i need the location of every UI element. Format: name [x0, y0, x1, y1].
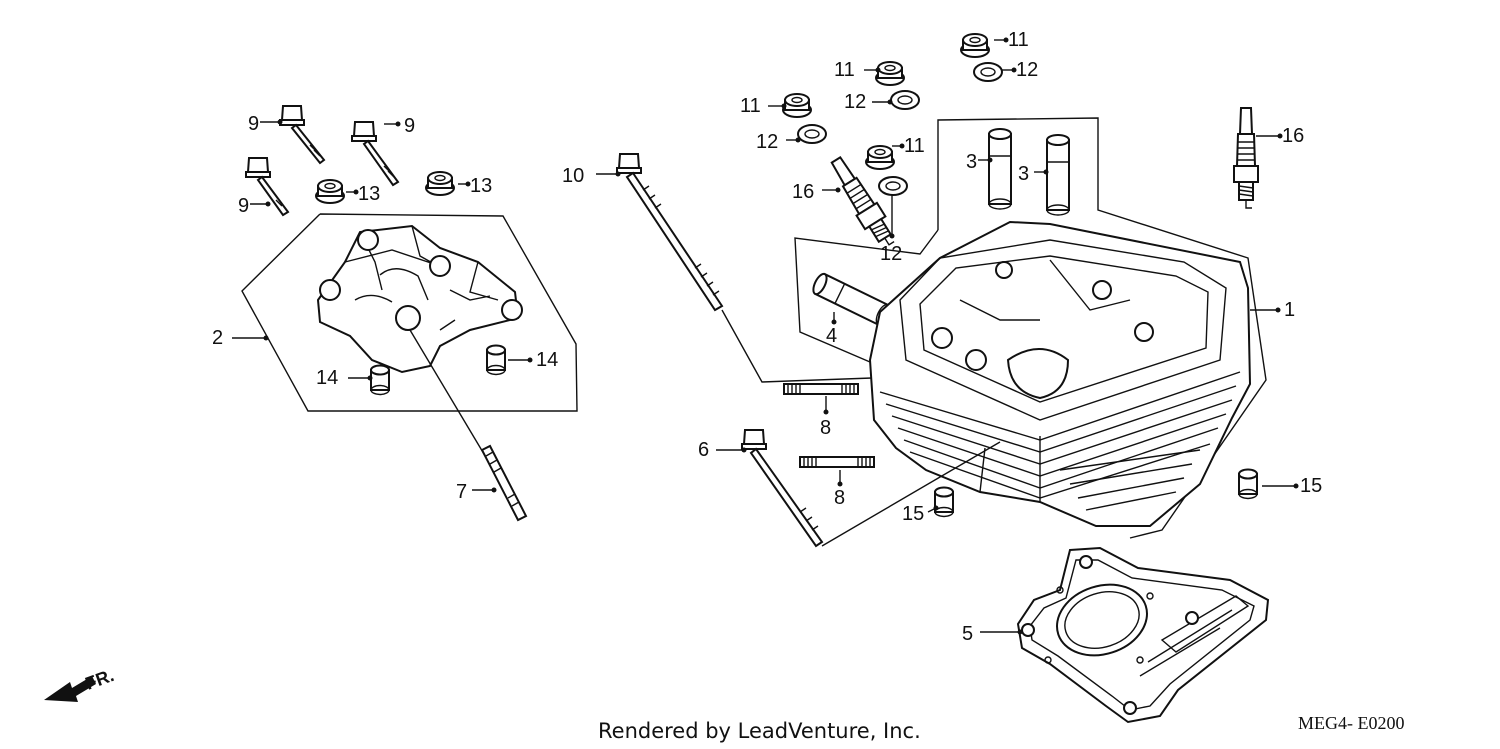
callout-c2: 2 — [212, 327, 223, 349]
callout-c7: 7 — [456, 481, 467, 503]
stud-8-b[interactable] — [799, 456, 875, 468]
front-direction-arrow-icon: FR. — [44, 665, 117, 702]
callout-dot-c3b — [1043, 169, 1049, 175]
callout-dot-c9c — [265, 201, 271, 207]
nut-11-b[interactable] — [875, 61, 905, 86]
callout-dot-c14b — [527, 357, 533, 363]
callout-c5: 5 — [962, 623, 973, 645]
callout-dot-c10 — [615, 171, 621, 177]
callout-dot-c9a — [277, 119, 283, 125]
callout-c12d: 12 — [880, 243, 902, 265]
callout-c12a: 12 — [1016, 59, 1038, 81]
dowel-14-a[interactable] — [370, 364, 390, 396]
stud-8-a[interactable] — [783, 383, 859, 395]
nut-11-c[interactable] — [782, 93, 812, 118]
callout-dot-c11d — [899, 143, 905, 149]
washer-12-b[interactable] — [890, 90, 920, 110]
callout-c13b: 13 — [470, 175, 492, 197]
callout-dot-c2 — [263, 335, 269, 341]
callout-dot-c12a — [1011, 67, 1017, 73]
callout-c9a: 9 — [248, 113, 259, 135]
callout-c4: 4 — [826, 325, 837, 347]
callout-c15b: 15 — [1300, 475, 1322, 497]
callout-dot-c15a — [933, 505, 939, 511]
callout-labels: 9 9 9 13 13 2 14 14 7 10 11 11 11 11 12 12 12 12 16 16 3 3 4 1 8… — [212, 29, 1322, 645]
callout-dot-c8a — [823, 409, 829, 415]
callout-dot-c13b — [465, 181, 471, 187]
assembly-bracket-4 — [794, 229, 939, 363]
callout-dot-c4 — [831, 319, 837, 325]
assembly-bracket-3 — [937, 117, 1267, 539]
dowel-15-b[interactable] — [1238, 468, 1258, 500]
spark-plug-16-b[interactable] — [1233, 107, 1259, 209]
nut-13-a[interactable] — [315, 179, 345, 204]
assembly-bracket-2 — [241, 213, 578, 412]
nut-11-a[interactable] — [960, 33, 990, 58]
callout-c13a: 13 — [358, 183, 380, 205]
head-gasket[interactable] — [1016, 546, 1270, 724]
callout-c11b: 11 — [834, 59, 855, 81]
bolt-10[interactable] — [616, 153, 873, 383]
dowel-15-a[interactable] — [934, 486, 954, 518]
callout-c8a: 8 — [820, 417, 831, 439]
callout-dot-c7 — [491, 487, 497, 493]
callout-c14a: 14 — [316, 367, 338, 389]
callout-dot-c3a — [987, 157, 993, 163]
valve-guide-3-a[interactable] — [988, 128, 1012, 210]
callout-dot-c12d — [889, 233, 895, 239]
washer-12-c[interactable] — [797, 124, 827, 144]
callout-c16a: 16 — [792, 181, 814, 203]
callout-dot-c13a — [353, 189, 359, 195]
cylinder-head[interactable] — [868, 220, 1252, 527]
callout-dot-c12c — [795, 137, 801, 143]
bolt-9-a[interactable] — [279, 105, 326, 165]
callout-dot-c6 — [741, 447, 747, 453]
callout-dot-c16b — [1277, 133, 1283, 139]
callout-dot-c8b — [837, 481, 843, 487]
rocker-arm-assembly[interactable] — [316, 224, 523, 374]
bolt-9-b[interactable] — [351, 121, 400, 187]
callout-dot-c11c — [781, 103, 787, 109]
footer-attribution: Rendered by LeadVenture, Inc. — [598, 719, 921, 743]
callout-c10: 10 — [562, 165, 584, 187]
callout-c3a: 3 — [966, 151, 977, 173]
nut-11-d[interactable] — [865, 145, 895, 170]
callout-c11d: 11 — [904, 135, 925, 157]
washer-12-d[interactable] — [878, 176, 908, 196]
bolt-9-c[interactable] — [245, 157, 290, 217]
callout-dot-c11b — [875, 67, 881, 73]
callout-dot-c14a — [367, 375, 373, 381]
direction-label: FR. — [83, 665, 117, 694]
callout-c15a: 15 — [902, 503, 924, 525]
callout-c1: 1 — [1284, 299, 1295, 321]
stud-7[interactable] — [409, 329, 528, 522]
diagram-code: MEG4- E0200 — [1298, 713, 1405, 733]
callout-dot-c9b — [395, 121, 401, 127]
callout-c16b: 16 — [1282, 125, 1304, 147]
callout-dot-c12b — [887, 99, 893, 105]
washer-12-a[interactable] — [973, 62, 1003, 82]
callout-c14b: 14 — [536, 349, 558, 371]
callout-c9c: 9 — [238, 195, 249, 217]
callout-c12c: 12 — [756, 131, 778, 153]
callout-dot-c11a — [1003, 37, 1009, 43]
valve-guide-3-b[interactable] — [1046, 134, 1070, 216]
callout-c11c: 11 — [740, 95, 761, 117]
callout-dot-c15b — [1293, 483, 1299, 489]
nut-13-b[interactable] — [425, 171, 455, 196]
callout-c3b: 3 — [1018, 163, 1029, 185]
callout-dot-c1 — [1275, 307, 1281, 313]
callout-c8b: 8 — [834, 487, 845, 509]
callout-c11a: 11 — [1008, 29, 1029, 51]
callout-c9b: 9 — [404, 115, 415, 137]
callout-dot-c16a — [835, 187, 841, 193]
dowel-14-b[interactable] — [486, 344, 506, 376]
callout-dot-c5 — [1017, 629, 1023, 635]
callout-c12b: 12 — [844, 91, 866, 113]
callout-c6: 6 — [698, 439, 709, 461]
bolt-6[interactable] — [741, 429, 1001, 548]
